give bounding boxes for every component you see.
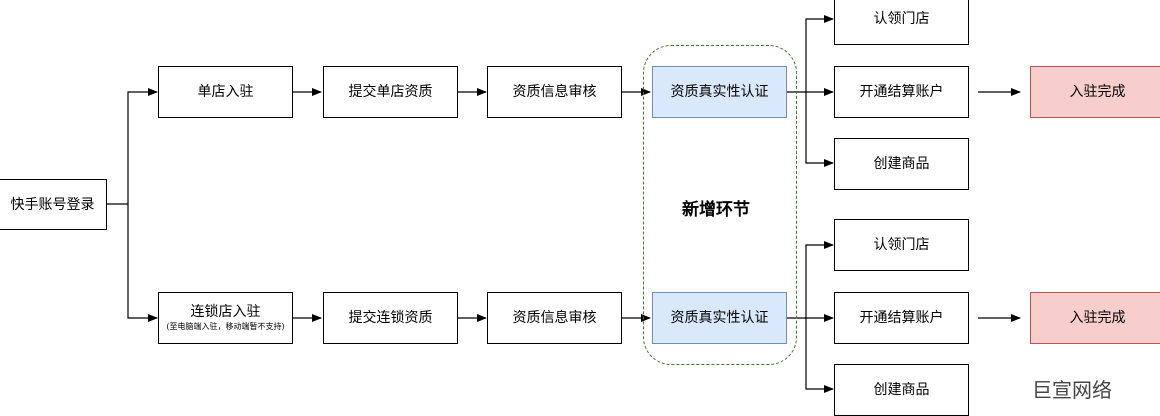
node-chain-submit: 提交连锁资质 (323, 292, 458, 344)
connector-single-branch-claim (805, 15, 834, 92)
node-single-entry-label: 单店入驻 (197, 84, 254, 100)
new-step-label: 新增环节 (682, 200, 750, 220)
node-chain-claim-label: 认领门店 (873, 237, 930, 253)
node-chain-account: 开通结算账户 (834, 292, 969, 344)
new-step-group (643, 45, 797, 365)
connector-single-branch-product (805, 92, 834, 167)
node-single-claim: 认领门店 (834, 0, 969, 45)
node-chain-verify: 资质真实性认证 (652, 292, 787, 344)
node-chain-claim: 认领门店 (834, 219, 969, 271)
node-single-done-label: 入驻完成 (1069, 84, 1126, 100)
node-chain-entry-label: 连锁店入驻 (190, 304, 261, 320)
node-chain-entry: 连锁店入驻 (至电脑端入驻，移动端暂不支持) (158, 292, 293, 344)
node-chain-verify-label: 资质真实性认证 (670, 310, 769, 326)
node-kuaishou-login-label: 快手账号登录 (10, 196, 95, 213)
node-chain-account-label: 开通结算账户 (859, 310, 944, 326)
node-single-done: 入驻完成 (1030, 66, 1160, 118)
node-chain-entry-note: (至电脑端入驻，移动端暂不支持) (166, 322, 285, 331)
node-single-review: 资质信息审核 (487, 66, 622, 118)
connector-chain-branch-claim (805, 241, 834, 318)
node-chain-product-label: 创建商品 (873, 382, 930, 398)
node-chain-review: 资质信息审核 (487, 292, 622, 344)
node-chain-done-label: 入驻完成 (1069, 310, 1126, 326)
node-single-account-label: 开通结算账户 (859, 84, 944, 100)
node-single-account: 开通结算账户 (834, 66, 969, 118)
node-single-product-label: 创建商品 (873, 156, 930, 172)
node-single-verify-label: 资质真实性认证 (670, 84, 769, 100)
node-single-entry: 单店入驻 (158, 66, 293, 118)
node-single-submit-label: 提交单店资质 (348, 84, 433, 100)
watermark-text: 巨宣网络 (1032, 378, 1112, 402)
connector-start (107, 88, 158, 205)
node-chain-review-label: 资质信息审核 (512, 310, 597, 326)
connector-start-chain (127, 204, 158, 322)
node-single-submit: 提交单店资质 (323, 66, 458, 118)
node-single-verify: 资质真实性认证 (652, 66, 787, 118)
node-chain-product: 创建商品 (834, 364, 969, 416)
node-kuaishou-login: 快手账号登录 (0, 179, 107, 230)
node-single-claim-label: 认领门店 (873, 11, 930, 27)
node-single-review-label: 资质信息审核 (512, 84, 597, 100)
connector-chain-branch-product (805, 318, 834, 393)
node-chain-done: 入驻完成 (1030, 292, 1160, 344)
node-chain-submit-label: 提交连锁资质 (348, 310, 433, 326)
node-single-product: 创建商品 (834, 138, 969, 190)
